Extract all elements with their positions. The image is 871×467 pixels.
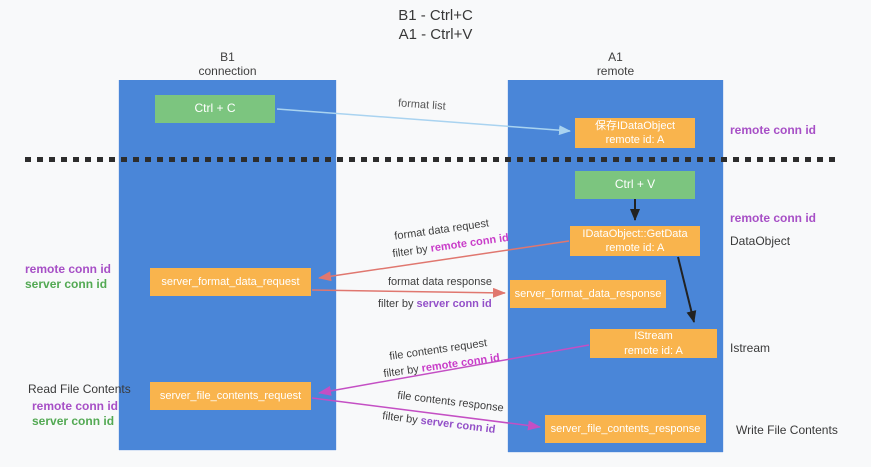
server-file-contents-request-box: server_file_contents_request bbox=[150, 382, 311, 410]
lifeline-b1-name: B1 bbox=[220, 50, 235, 64]
lifeline-header-b1: B1 connection bbox=[119, 50, 336, 78]
filter-by-server-2: filter by server conn id bbox=[382, 410, 496, 436]
dataobject-label: DataObject bbox=[730, 234, 791, 248]
lifeline-b1-role: connection bbox=[198, 64, 257, 78]
left-server-conn-id-1: server conn id bbox=[25, 277, 108, 291]
lifeline-a1-name: A1 bbox=[608, 50, 623, 64]
right-remote-conn-id-1: remote conn id bbox=[730, 123, 817, 137]
server-format-data-response-label: server_format_data_response bbox=[514, 287, 662, 300]
getdata-line2: remote id: A bbox=[605, 242, 665, 254]
istream-line2: remote id: A bbox=[624, 344, 683, 357]
format-data-response-label: format data response bbox=[388, 276, 492, 288]
filter-by-text: filter by bbox=[382, 362, 423, 381]
left-remote-conn-id-2: remote conn id bbox=[32, 399, 119, 413]
save-idataobject-line1: 保存IDataObject bbox=[594, 119, 676, 132]
save-idataobject-line2: remote id: A bbox=[605, 134, 665, 146]
server-file-contents-response-box: server_file_contents_response bbox=[545, 415, 706, 443]
server-file-contents-request-label: server_file_contents_request bbox=[159, 389, 302, 402]
left-server-conn-id-2: server conn id bbox=[32, 414, 115, 428]
server-format-data-request-box: server_format_data_request bbox=[150, 268, 311, 296]
title-line-2: A1 - Ctrl+V bbox=[398, 26, 473, 43]
write-file-contents-label: Write File Contents bbox=[736, 423, 838, 437]
ctrl-c-label: Ctrl + C bbox=[194, 101, 236, 116]
ctrl-v-label: Ctrl + V bbox=[614, 177, 656, 192]
getdata-line1: IDataObject::GetData bbox=[582, 227, 688, 240]
filter-by-text: filter by bbox=[381, 410, 422, 427]
lifeline-a1-role: remote bbox=[596, 64, 635, 78]
left-remote-conn-id-1: remote conn id bbox=[25, 262, 112, 276]
istream-side-label: Istream bbox=[730, 341, 771, 355]
read-file-contents-label: Read File Contents bbox=[28, 382, 131, 396]
save-idataobject-box: 保存IDataObject remote id: A bbox=[575, 118, 695, 148]
format-data-response-arrow bbox=[311, 287, 506, 298]
server-conn-id-accent: server conn id bbox=[416, 298, 492, 310]
istream-line1: IStream bbox=[634, 330, 673, 343]
server-format-data-response-box: server_format_data_response bbox=[510, 280, 666, 308]
format-list-label: format list bbox=[397, 97, 447, 113]
filter-by-server-1: filter by server conn id bbox=[378, 298, 492, 310]
title-line-1: B1 - Ctrl+C bbox=[398, 7, 473, 24]
session-divider bbox=[25, 157, 837, 162]
server-conn-id-accent: server conn id bbox=[419, 414, 497, 436]
lifeline-header-a1: A1 remote bbox=[508, 50, 723, 78]
filter-by-text: filter by bbox=[391, 242, 432, 261]
filter-by-text: filter by bbox=[378, 298, 417, 310]
right-remote-conn-id-2: remote conn id bbox=[730, 211, 817, 225]
file-contents-response-label: file contents response bbox=[396, 389, 505, 415]
diagram-title: B1 - Ctrl+C A1 - Ctrl+V bbox=[0, 6, 871, 44]
server-format-data-request-label: server_format_data_request bbox=[161, 275, 300, 288]
idataobject-getdata-box: IDataObject::GetData remote id: A bbox=[570, 226, 700, 256]
ctrl-v-box: Ctrl + V bbox=[575, 171, 695, 199]
server-file-contents-response-label: server_file_contents_response bbox=[550, 422, 701, 435]
ctrl-c-box: Ctrl + C bbox=[155, 95, 275, 123]
istream-box: IStream remote id: A bbox=[590, 329, 717, 358]
